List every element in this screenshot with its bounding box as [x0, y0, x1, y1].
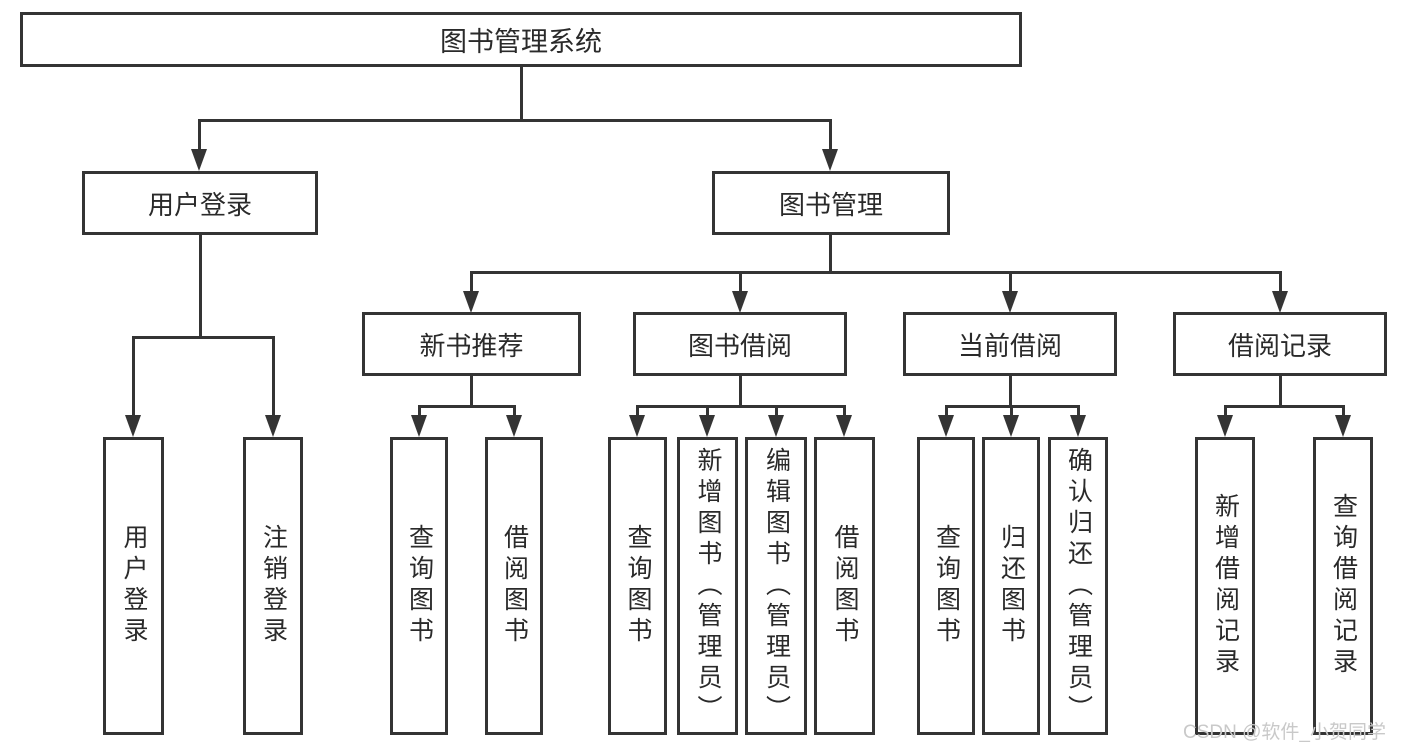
node-user-login: 用户登录	[82, 171, 318, 235]
node-borrow-records-label: 借阅记录	[1227, 330, 1332, 361]
arrowhead-down-icon	[822, 149, 838, 171]
node-book-borrowing-label: 图书借阅	[687, 330, 792, 361]
arrowhead-down-icon	[836, 415, 852, 437]
connector-drop	[843, 405, 846, 419]
arrowhead-down-icon	[1335, 415, 1351, 437]
leaf-confirm-return-admin-label: 确认归还（管理员）	[1064, 446, 1093, 726]
csdn-watermark: CSDN @软件_小贺同学	[1183, 722, 1386, 743]
connector-drop	[132, 336, 135, 416]
connector-drop	[636, 405, 639, 419]
leaf-logout-label: 注销登录	[259, 524, 288, 648]
arrowhead-down-icon	[191, 149, 207, 171]
connector-root-bar	[198, 119, 832, 122]
connector-current-stem	[1009, 376, 1012, 408]
arrowhead-down-icon	[1003, 415, 1019, 437]
connector-drop	[470, 271, 473, 293]
connector-drop	[198, 119, 201, 152]
arrowhead-down-icon	[1272, 291, 1288, 313]
connector-bookmgmt-bar	[470, 271, 1282, 274]
arrowhead-down-icon	[411, 415, 427, 437]
leaf-query-books-borrowing: 查询图书	[608, 437, 667, 735]
leaf-edit-books-admin: 编辑图书（管理员）	[745, 437, 807, 735]
leaf-borrow-books-recommend: 借阅图书	[485, 437, 543, 735]
connector-drop	[775, 405, 778, 419]
connector-drop	[418, 405, 421, 419]
arrowhead-down-icon	[125, 415, 141, 437]
leaf-query-books-current-label: 查询图书	[932, 524, 961, 648]
arrowhead-down-icon	[506, 415, 522, 437]
leaf-query-borrow-record-label: 查询借阅记录	[1329, 493, 1358, 679]
node-root-label: 图书管理系统	[440, 27, 602, 57]
leaf-query-books-recommend: 查询图书	[390, 437, 448, 735]
leaf-query-books-current: 查询图书	[917, 437, 975, 735]
leaf-borrow-books: 借阅图书	[814, 437, 875, 735]
leaf-add-books-admin-label: 新增图书（管理员）	[694, 446, 722, 726]
leaf-logout: 注销登录	[243, 437, 303, 735]
connector-records-stem	[1279, 376, 1282, 408]
leaf-query-books-recommend-label: 查询图书	[405, 524, 434, 648]
node-new-book-recommend: 新书推荐	[362, 312, 581, 376]
connector-drop	[513, 405, 516, 419]
connector-borrowing-bar	[636, 405, 846, 408]
connector-root-stem	[520, 67, 523, 120]
node-book-borrowing: 图书借阅	[633, 312, 847, 376]
arrowhead-down-icon	[768, 415, 784, 437]
connector-userlogin-bar	[132, 336, 275, 339]
node-new-book-recommend-label: 新书推荐	[419, 330, 524, 361]
connector-drop	[1224, 405, 1227, 419]
node-current-borrowing: 当前借阅	[903, 312, 1117, 376]
connector-newbook-bar	[418, 405, 516, 408]
connector-drop	[945, 405, 948, 419]
leaf-borrow-books-recommend-label: 借阅图书	[500, 524, 529, 648]
connector-drop	[1279, 271, 1282, 293]
connector-drop	[1342, 405, 1345, 419]
arrowhead-down-icon	[732, 291, 748, 313]
node-book-management-label: 图书管理	[778, 189, 883, 220]
connector-drop	[706, 405, 709, 419]
connector-drop	[272, 336, 275, 416]
leaf-return-books-label: 归还图书	[997, 524, 1026, 648]
leaf-return-books: 归还图书	[982, 437, 1040, 735]
node-book-management: 图书管理	[712, 171, 950, 235]
connector-drop	[1077, 405, 1080, 419]
connector-drop	[739, 271, 742, 293]
node-user-login-label: 用户登录	[147, 189, 252, 220]
arrowhead-down-icon	[1002, 291, 1018, 313]
leaf-confirm-return-admin: 确认归还（管理员）	[1048, 437, 1108, 735]
leaf-user-login-label: 用户登录	[120, 524, 148, 648]
connector-newbook-stem	[470, 376, 473, 408]
leaf-query-books-borrowing-label: 查询图书	[624, 524, 652, 648]
arrowhead-down-icon	[1217, 415, 1233, 437]
node-borrow-records: 借阅记录	[1173, 312, 1387, 376]
node-current-borrowing-label: 当前借阅	[957, 330, 1062, 361]
leaf-edit-books-admin-label: 编辑图书（管理员）	[762, 446, 791, 726]
connector-records-bar	[1224, 405, 1345, 408]
leaf-add-borrow-record: 新增借阅记录	[1195, 437, 1255, 735]
connector-drop	[1010, 405, 1013, 419]
node-root: 图书管理系统	[20, 12, 1022, 67]
leaf-query-borrow-record: 查询借阅记录	[1313, 437, 1373, 735]
arrowhead-down-icon	[629, 415, 645, 437]
leaf-borrow-books-label: 借阅图书	[831, 524, 859, 648]
connector-userlogin-stem	[199, 235, 202, 337]
arrowhead-down-icon	[265, 415, 281, 437]
arrowhead-down-icon	[938, 415, 954, 437]
leaf-add-books-admin: 新增图书（管理员）	[677, 437, 738, 735]
connector-drop	[829, 119, 832, 152]
arrowhead-down-icon	[463, 291, 479, 313]
connector-bookmgmt-stem	[829, 235, 832, 274]
leaf-add-borrow-record-label: 新增借阅记录	[1211, 493, 1240, 679]
connector-borrowing-stem	[739, 376, 742, 408]
arrowhead-down-icon	[1070, 415, 1086, 437]
leaf-user-login: 用户登录	[103, 437, 164, 735]
connector-drop	[1009, 271, 1012, 293]
arrowhead-down-icon	[699, 415, 715, 437]
